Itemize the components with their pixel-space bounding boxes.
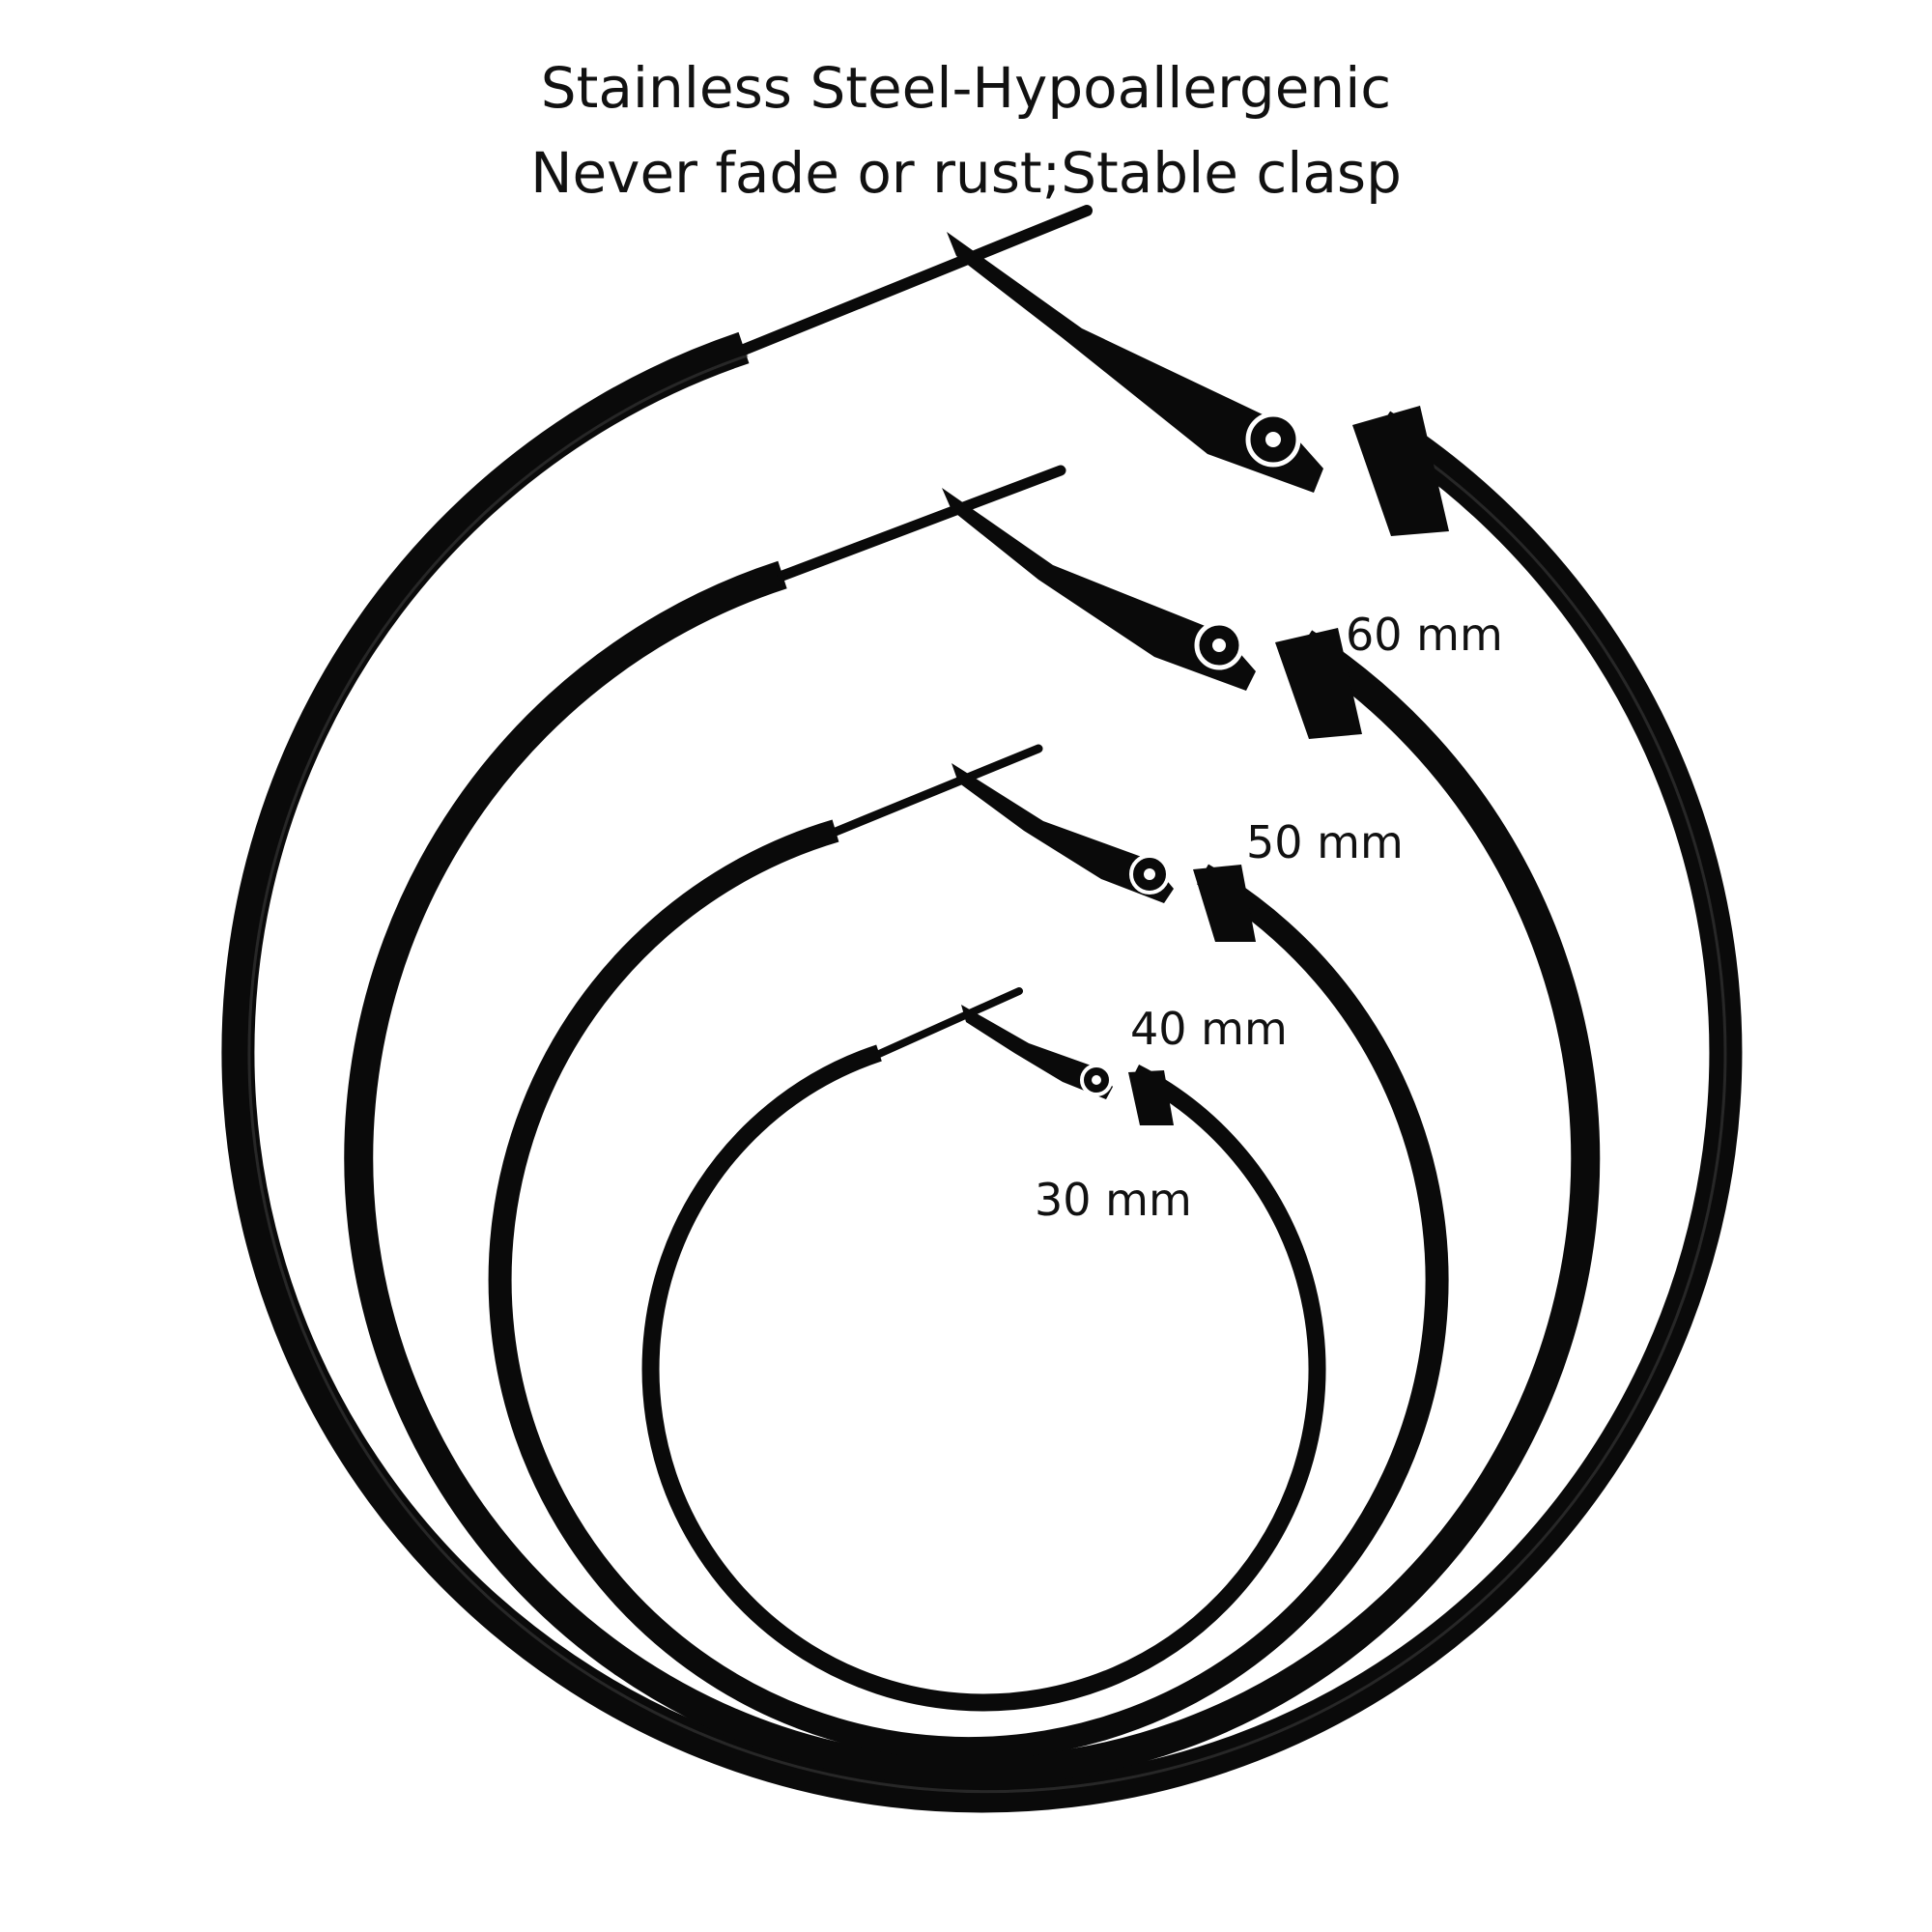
size-label-50mm: 50 mm	[1246, 816, 1404, 868]
hoop-40mm	[488, 744, 1449, 1761]
hoop-30mm	[641, 987, 1326, 1712]
headline-line-2: Never fade or rust;Stable clasp	[530, 140, 1402, 206]
size-label-60mm: 60 mm	[1346, 609, 1503, 661]
headline-line-1: Stainless Steel-Hypoallergenic	[540, 55, 1392, 121]
hoop-60mm	[221, 205, 1743, 1813]
size-label-30mm: 30 mm	[1035, 1174, 1192, 1226]
hoop-50mm	[344, 465, 1601, 1786]
size-label-40mm: 40 mm	[1130, 1003, 1288, 1055]
